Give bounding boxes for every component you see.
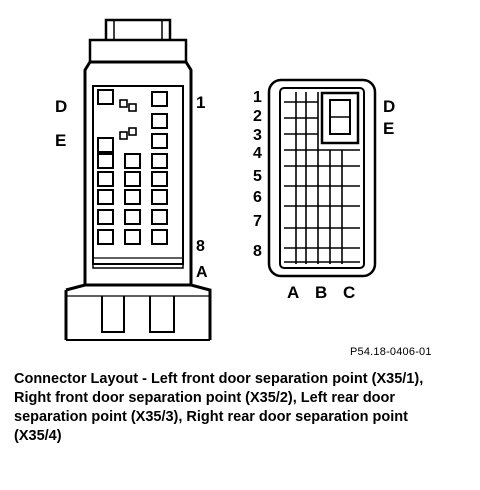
left-connector-label-d: D <box>55 97 67 116</box>
right-connector-label-e: E <box>383 119 394 138</box>
right-pin-number-4: 4 <box>253 145 262 162</box>
left-connector-pin-grid <box>97 89 168 245</box>
figure-caption: Connector Layout - Left front door separ… <box>14 371 424 444</box>
right-connector-inner-frame <box>279 87 365 269</box>
left-connector-label-1: 1 <box>196 93 205 112</box>
left-connector-shoulders <box>88 38 188 62</box>
left-connector-inner-wall <box>92 85 184 265</box>
left-connector-top-tab <box>104 18 172 40</box>
right-connector-label-d: D <box>383 97 395 116</box>
right-connector-grid-lines <box>284 92 360 264</box>
left-connector-label-8: 8 <box>196 238 205 255</box>
right-column-label-c: C <box>343 283 355 302</box>
right-pin-number-3: 3 <box>253 127 262 144</box>
right-pin-number-6: 6 <box>253 189 262 206</box>
right-connector <box>267 78 377 278</box>
left-connector <box>64 18 212 341</box>
right-column-label-b: B <box>315 283 327 302</box>
right-pin-number-7: 7 <box>253 213 262 230</box>
right-column-label-a: A <box>287 283 299 302</box>
left-connector-label-e: E <box>55 131 66 150</box>
right-pin-number-1: 1 <box>253 89 262 106</box>
left-connector-body <box>83 60 193 287</box>
left-connector-base <box>64 283 212 340</box>
connector-diagram: D E 1 8 A <box>55 18 395 341</box>
right-pin-number-8: 8 <box>253 243 262 260</box>
right-pin-number-2: 2 <box>253 108 262 125</box>
right-connector-de-cavity <box>320 91 360 145</box>
left-connector-label-a: A <box>196 264 208 281</box>
right-pin-number-5: 5 <box>253 168 262 185</box>
figure-id: P54.18-0406-01 <box>350 346 432 358</box>
right-connector-housing <box>267 78 377 278</box>
